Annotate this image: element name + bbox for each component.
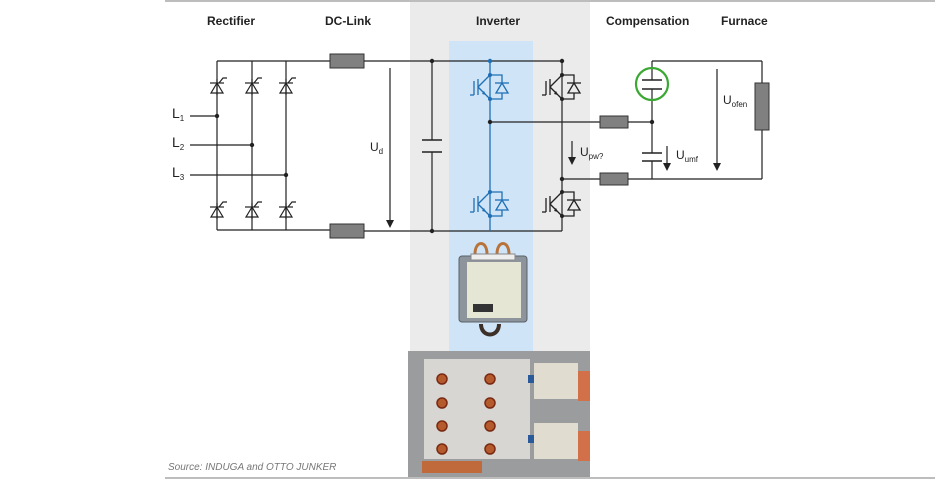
inverter-cabinet-photo <box>408 351 590 477</box>
thyristor-icon <box>244 77 263 96</box>
furnace-resistor <box>754 82 770 131</box>
thyristor-icon <box>244 201 263 220</box>
thyristor-icon <box>278 77 297 96</box>
label-l2: L2 <box>172 134 185 152</box>
header-compensation: Compensation <box>606 14 690 28</box>
header-dc-link: DC-Link <box>325 14 371 28</box>
thyristor-icon <box>209 77 228 96</box>
label-l3: L3 <box>172 164 185 182</box>
igbt-module-photo <box>458 242 528 337</box>
label-uofen: Uofen <box>723 93 748 109</box>
label-uumf: Uumf <box>676 148 699 164</box>
label-ud: Ud <box>370 140 384 156</box>
label-l1: L1 <box>172 105 185 123</box>
inverter-leg <box>490 58 600 231</box>
rectifier-bridge <box>190 60 330 231</box>
inverter-leg-highlighted <box>469 58 510 231</box>
top-border <box>165 0 935 2</box>
header-rectifier: Rectifier <box>207 14 256 28</box>
source-caption: Source: INDUGA and OTTO JUNKER <box>168 462 337 473</box>
label-upw: Upw? <box>580 145 604 161</box>
bottom-border <box>165 477 935 479</box>
dc-link <box>329 53 562 239</box>
header-inverter: Inverter <box>476 14 521 28</box>
thyristor-icon <box>278 201 297 220</box>
header-furnace: Furnace <box>721 14 768 28</box>
compensation-circuit <box>599 60 770 186</box>
thyristor-icon <box>209 201 228 220</box>
highlight-circle <box>634 66 670 102</box>
